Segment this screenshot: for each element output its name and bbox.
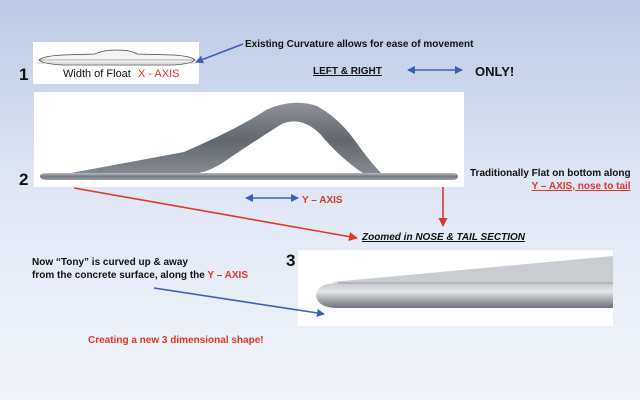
panel-side-profile xyxy=(34,92,464,187)
arrow-curvature-pointer xyxy=(195,43,244,64)
tony-line1: Now “Tony” is curved up & away xyxy=(32,257,188,268)
existing-curvature-text: Existing Curvature allows for ease of mo… xyxy=(245,39,474,50)
step-number-1: 1 xyxy=(19,65,29,84)
float-zoomed-nose-drawing xyxy=(316,256,613,308)
width-of-float-label: Width of Float xyxy=(63,68,131,80)
zoomed-in-text: Zoomed in NOSE & TAIL SECTION xyxy=(362,232,525,243)
float-side-profile-drawing xyxy=(40,102,458,180)
tony-curved-text: Now “Tony” is curved up & away from the … xyxy=(32,256,248,282)
creating-shape-text: Creating a new 3 dimensional shape! xyxy=(88,335,264,346)
only-text: ONLY! xyxy=(475,64,515,79)
tony-line2-prefix: from the concrete surface, along the xyxy=(32,270,208,281)
traditionally-flat-text: Traditionally Flat on bottom along Y – A… xyxy=(470,167,631,193)
panel-cross-section: Width of Float X - AXIS xyxy=(33,42,199,84)
step-number-2: 2 xyxy=(19,170,29,189)
traditionally-flat-line1: Traditionally Flat on bottom along xyxy=(470,168,631,179)
arrow-red-to-zoom xyxy=(73,187,358,242)
step-number-3: 3 xyxy=(286,251,296,270)
arrow-tony-pointer xyxy=(153,287,325,317)
x-axis-label: X - AXIS xyxy=(137,68,180,80)
panel-zoomed-nose xyxy=(298,250,613,326)
y-axis-label-mid: Y – AXIS xyxy=(302,195,343,206)
traditionally-flat-line2: Y – AXIS, nose to tail xyxy=(531,181,631,192)
width-of-float-caption: Width of Float X - AXIS xyxy=(63,68,180,80)
float-cross-section-drawing xyxy=(37,49,197,66)
tony-line2-axis: Y – AXIS xyxy=(207,270,248,281)
tony-line2: from the concrete surface, along the Y –… xyxy=(32,269,248,282)
left-right-text: LEFT & RIGHT xyxy=(313,66,382,77)
